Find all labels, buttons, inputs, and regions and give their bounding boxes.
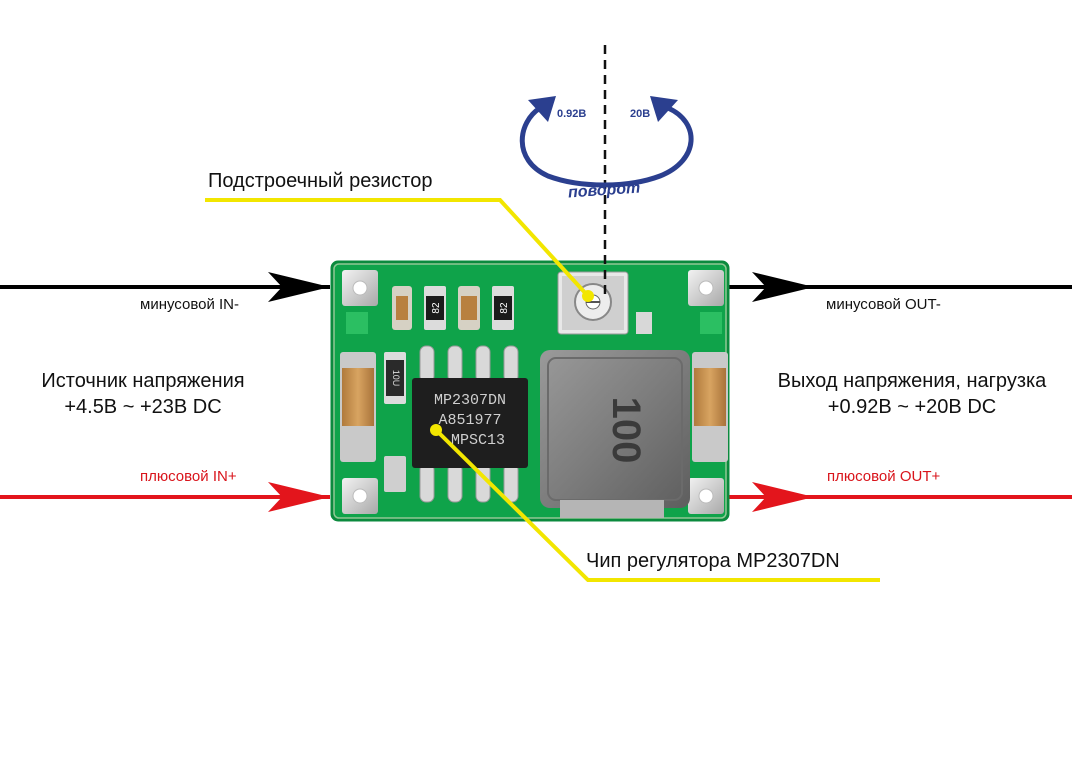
in-plus-label: плюсовой IN+ xyxy=(140,468,237,485)
chip-marking-3: MPSC13 xyxy=(451,432,505,449)
smd-resistor-2: 82 xyxy=(492,286,514,330)
output-label-line1: Выход напряжения, нагрузка xyxy=(777,370,1047,392)
arrow-in-minus xyxy=(268,272,330,302)
resistor-1-code: 82 xyxy=(431,302,442,314)
arrow-out-plus xyxy=(752,482,814,512)
regulator-chip: MP2307DN A851977 MPSC13 xyxy=(412,378,528,468)
cap-left-small: 10U xyxy=(384,352,406,404)
rotation-min-value: 0.92В xyxy=(557,108,587,120)
pad-out-plus xyxy=(688,478,724,514)
chip-pins xyxy=(419,345,519,503)
rotation-arrow xyxy=(519,105,694,188)
chip-label: Чип регулятора MP2307DN xyxy=(586,550,840,572)
arrow-in-plus xyxy=(268,482,330,512)
cap-left-large xyxy=(340,352,376,462)
leader-chip xyxy=(434,428,880,582)
pcb-board: 82 82 10U xyxy=(330,260,730,522)
source-label-line2: +4.5В ~ +23В DC xyxy=(64,396,222,418)
smd-capacitor-top xyxy=(392,286,412,330)
out-plus-label: плюсовой OUT+ xyxy=(827,468,941,485)
cap-left-code: 10U xyxy=(391,370,401,387)
output-label: Выход напряжения, нагрузка +0.92В ~ +20В… xyxy=(752,368,1072,420)
trimmer-label: Подстроечный резистор xyxy=(208,170,433,192)
pad-out-minus xyxy=(688,270,724,306)
leader-chip-dot xyxy=(430,424,442,436)
chip-marking-2: A851977 xyxy=(438,412,501,429)
cap-right-large xyxy=(692,352,728,462)
leader-trimmer-dot xyxy=(582,290,594,302)
in-minus-label: минусовой IN- xyxy=(140,296,240,313)
arrow-out-minus xyxy=(752,272,814,302)
pad-in-plus xyxy=(342,478,378,514)
leader-trimmer xyxy=(205,198,590,298)
resistor-2-code: 82 xyxy=(499,302,510,314)
trimmer-resistor xyxy=(557,271,652,335)
source-label: Источник напряжения +4.5В ~ +23В DC xyxy=(18,368,268,420)
source-label-line1: Источник напряжения xyxy=(41,370,245,392)
smd-capacitor-mid xyxy=(458,286,480,330)
out-minus-label: минусовой OUT- xyxy=(826,296,941,313)
rotation-arrowhead-left xyxy=(528,96,556,122)
inductor-marking: 100 xyxy=(604,397,648,464)
smd-resistor-1: 82 xyxy=(424,286,446,330)
output-label-line2: +0.92В ~ +20В DC xyxy=(827,396,997,418)
rotation-max-value: 20В xyxy=(630,108,651,120)
pad-in-minus xyxy=(342,270,378,306)
inductor: 100 xyxy=(540,350,690,518)
rotation-arrowhead-right xyxy=(650,96,678,122)
chip-marking-1: MP2307DN xyxy=(434,392,506,409)
